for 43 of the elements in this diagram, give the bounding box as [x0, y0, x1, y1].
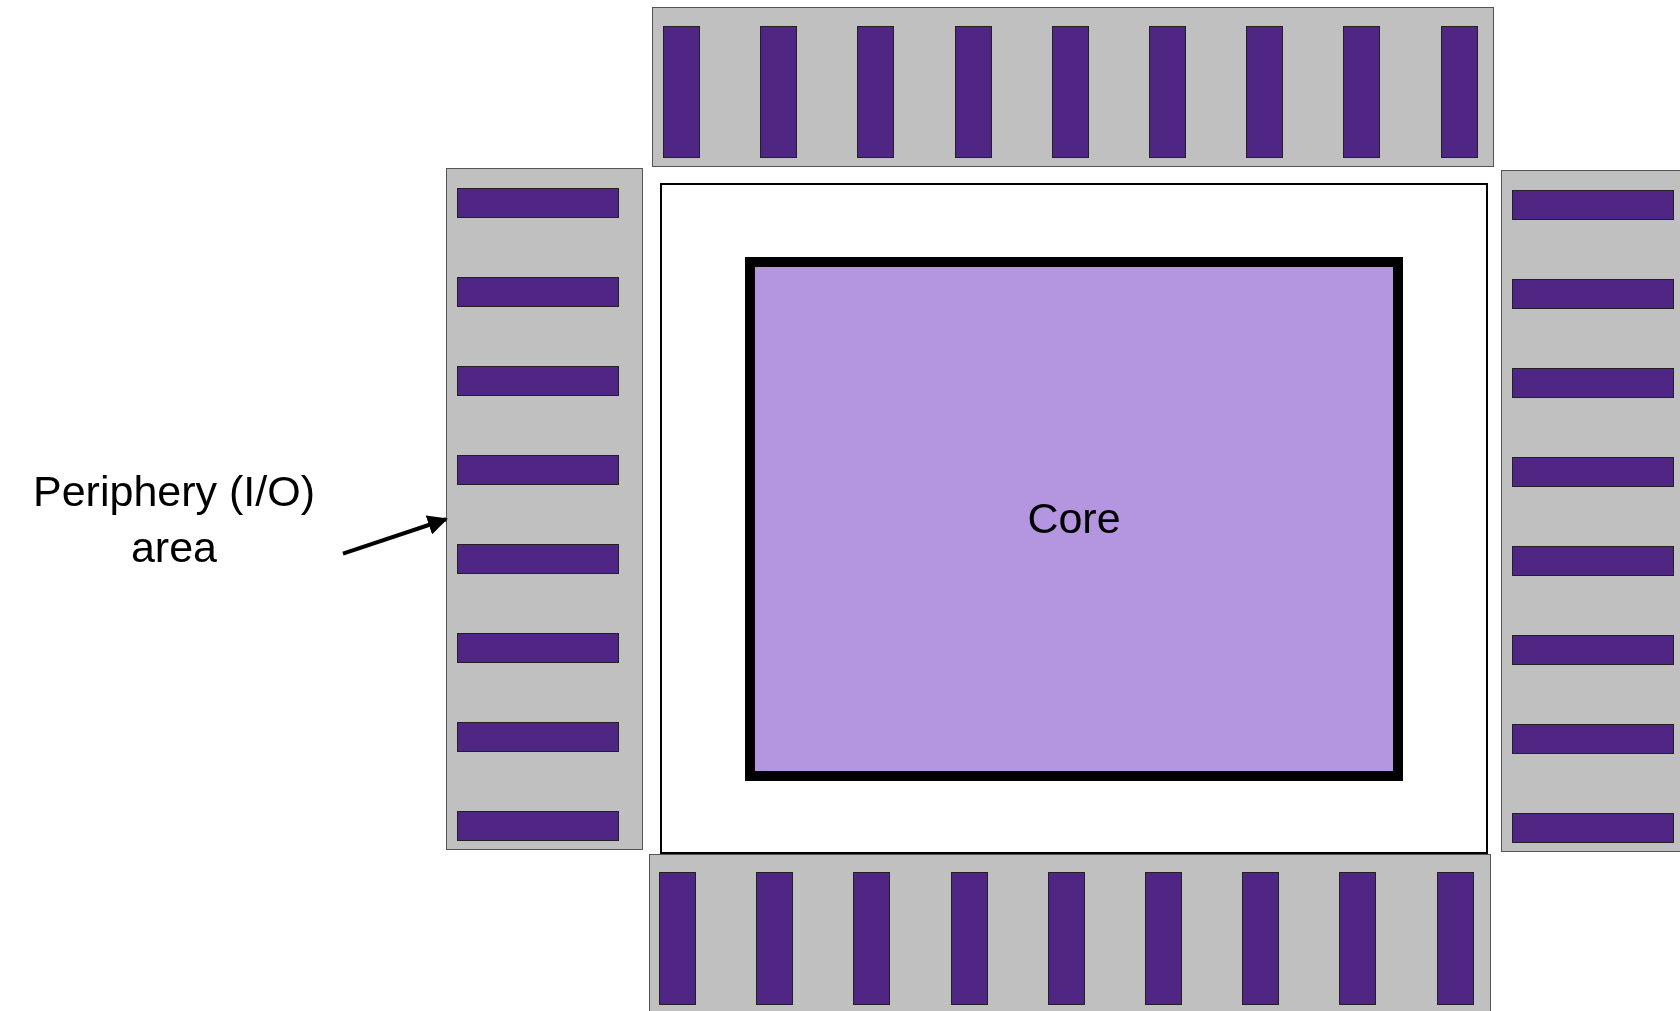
- io-pad: [1512, 190, 1674, 220]
- io-pad: [457, 811, 619, 841]
- io-pad: [457, 277, 619, 307]
- callout-text: Periphery (I/O) area: [32, 466, 316, 573]
- core-block: [745, 257, 1403, 781]
- io-pad: [1051, 26, 1089, 158]
- io-pad: [1512, 813, 1674, 843]
- io-pad: [1512, 279, 1674, 309]
- io-pad: [457, 455, 619, 485]
- io-pad: [457, 544, 619, 574]
- io-pad: [950, 872, 988, 1005]
- core-label: Core: [1027, 493, 1121, 545]
- io-pad: [1246, 26, 1284, 158]
- io-pad: [1512, 546, 1674, 576]
- io-pad: [1512, 457, 1674, 487]
- io-pad: [1339, 872, 1377, 1005]
- io-pad: [760, 26, 798, 158]
- io-ring-segment: [446, 168, 643, 850]
- die-boundary: [660, 183, 1488, 854]
- io-pad: [954, 26, 992, 158]
- io-pad: [659, 872, 696, 1005]
- io-pad: [1047, 872, 1085, 1005]
- io-pad: [756, 872, 794, 1005]
- io-pad: [1149, 26, 1186, 158]
- io-pad: [1145, 872, 1182, 1005]
- io-pad: [663, 26, 700, 158]
- io-pad: [457, 188, 619, 218]
- io-ring-segment: [1501, 170, 1680, 852]
- io-pad: [457, 633, 619, 663]
- io-pad: [1512, 724, 1674, 754]
- leader-arrow: [342, 515, 448, 556]
- io-pad: [457, 366, 619, 396]
- io-pad: [857, 26, 895, 158]
- io-pad: [457, 722, 619, 752]
- io-pad: [1440, 26, 1478, 158]
- io-pad: [1512, 368, 1674, 398]
- io-pad: [1436, 872, 1474, 1005]
- io-pad: [853, 872, 891, 1005]
- io-ring-segment: [652, 7, 1494, 167]
- io-pad: [1512, 635, 1674, 665]
- io-pad: [1242, 872, 1280, 1005]
- io-ring-segment: [649, 854, 1491, 1011]
- io-pad: [1343, 26, 1381, 158]
